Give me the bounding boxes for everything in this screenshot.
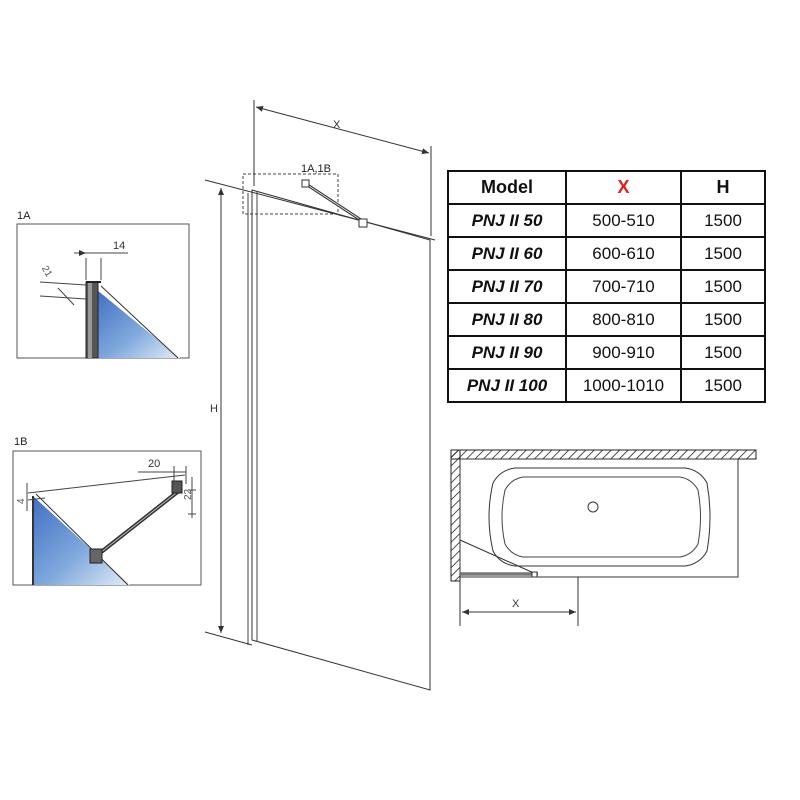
glass-clamp-1b xyxy=(89,548,103,564)
header-h: H xyxy=(680,170,766,205)
dim-14-label: 14 xyxy=(113,240,125,252)
h-cell: 1500 xyxy=(680,236,766,271)
wall-hatch-left xyxy=(450,449,461,582)
main-panel-drawing: H X 1A,1B xyxy=(204,100,436,691)
glass-panel xyxy=(251,189,431,691)
bath-plan: X xyxy=(450,449,757,626)
model-cell: PNJ II 80 xyxy=(447,302,567,337)
top-edge-line xyxy=(204,179,436,241)
dim-20-label: 20 xyxy=(148,458,160,470)
detail-1a: 1A 14 21 xyxy=(16,210,190,359)
model-cell: PNJ II 60 xyxy=(447,236,567,271)
x-dimension-label: X xyxy=(333,119,341,131)
x-cell: 500-510 xyxy=(565,203,682,238)
dim-21-line xyxy=(57,287,75,306)
detail-1b-label: 1B xyxy=(14,436,27,448)
detail-1b: 1B 20 22 4 xyxy=(12,436,202,586)
model-dimensions-table: Model X H PNJ II 50 500-510 1500 PNJ II … xyxy=(447,170,766,403)
header-model: Model xyxy=(447,170,567,205)
callout-label: 1A,1B xyxy=(301,163,331,175)
table-row: PNJ II 100 1000-1010 1500 xyxy=(447,368,766,403)
h-dimension-label: H xyxy=(210,403,218,415)
drain xyxy=(587,501,599,513)
h-cell: 1500 xyxy=(680,335,766,370)
model-cell: PNJ II 100 xyxy=(447,368,567,403)
table-row: PNJ II 60 600-610 1500 xyxy=(447,236,766,271)
h-cell: 1500 xyxy=(680,302,766,337)
model-cell: PNJ II 90 xyxy=(447,335,567,370)
wall-hatch-top xyxy=(450,449,757,460)
dim-22-label: 22 xyxy=(183,488,194,500)
callout-box xyxy=(242,173,339,215)
header-x: X xyxy=(565,170,682,205)
x-dimension-line xyxy=(255,105,430,155)
table-row: PNJ II 50 500-510 1500 xyxy=(447,203,766,238)
model-cell: PNJ II 70 xyxy=(447,269,567,304)
dim-4-label: 4 xyxy=(16,498,27,504)
h-cell: 1500 xyxy=(680,368,766,403)
x-cell: 600-610 xyxy=(565,236,682,271)
table-header-row: Model X H xyxy=(447,170,766,205)
h-cell: 1500 xyxy=(680,269,766,304)
wall-bracket-1b xyxy=(171,480,183,494)
table-row: PNJ II 80 800-810 1500 xyxy=(447,302,766,337)
table-row: PNJ II 90 900-910 1500 xyxy=(447,335,766,370)
x-cell: 800-810 xyxy=(565,302,682,337)
x-cell: 700-710 xyxy=(565,269,682,304)
table-row: PNJ II 70 700-710 1500 xyxy=(447,269,766,304)
detail-1a-label: 1A xyxy=(17,210,31,222)
bath-x-dimension-label: X xyxy=(512,598,520,610)
dim-21-label: 21 xyxy=(39,264,54,280)
x-cell: 900-910 xyxy=(565,335,682,370)
support-arm-plan xyxy=(459,539,537,575)
model-cell: PNJ II 50 xyxy=(447,203,567,238)
x-cell: 1000-1010 xyxy=(565,368,682,403)
h-cell: 1500 xyxy=(680,203,766,238)
bathtub-basin xyxy=(488,467,711,567)
